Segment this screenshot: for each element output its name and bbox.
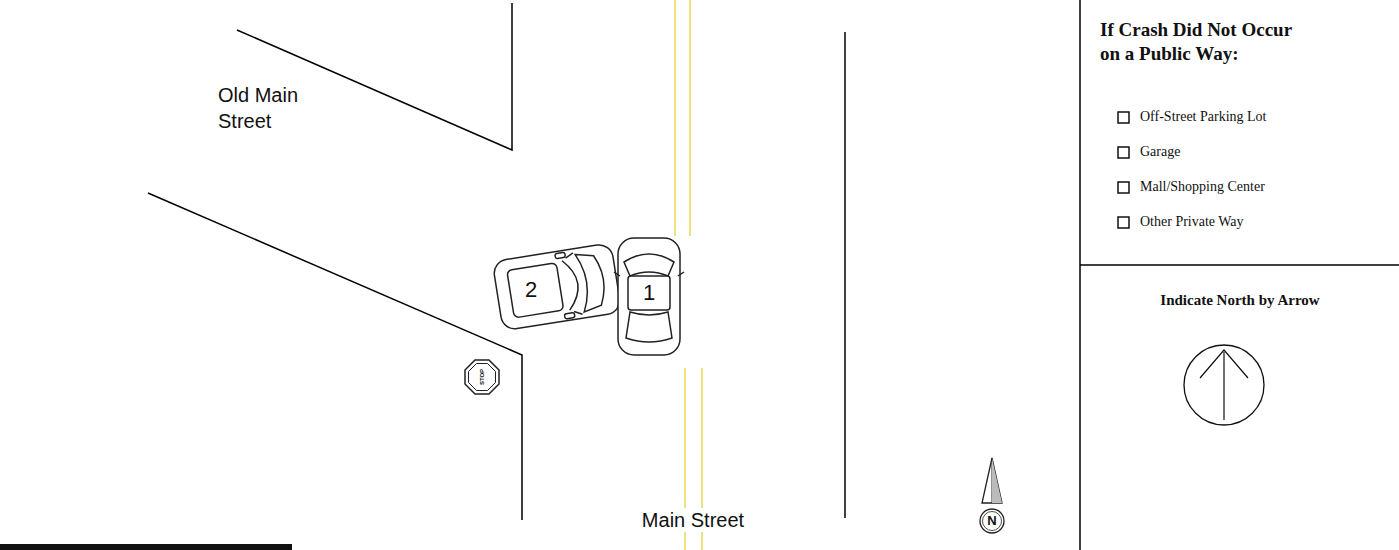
panel-divider [1079,0,1081,550]
center-line [675,0,702,550]
street-name: Main Street [639,508,747,532]
checkbox-label: Mall/Shopping Center [1140,178,1265,195]
checkbox-label: Off-Street Parking Lot [1140,108,1267,125]
north-indicator [1184,345,1264,425]
vehicle [614,238,684,355]
street-name: Old Main Street [218,82,328,134]
panel-divider [1080,264,1399,266]
road-edge [148,193,522,520]
road-edge [237,3,512,150]
stop-sign [465,360,499,394]
vehicle-number: 2 [525,277,537,303]
north-arrow [980,458,1004,533]
page-bar [0,544,292,550]
checkbox-label: Garage [1140,143,1180,160]
vehicle-number: 1 [643,280,655,306]
vehicle [492,243,621,331]
checkbox-label: Other Private Way [1140,213,1244,230]
north-letter: N [987,513,996,529]
road-edge [844,32,846,518]
panel-heading: If Crash Did Not Occur on a Public Way: [1100,18,1315,66]
stop-sign-text: STOP [479,369,486,385]
checkbox [1118,112,1129,228]
panel-heading: Indicate North by Arrow [1160,291,1319,309]
